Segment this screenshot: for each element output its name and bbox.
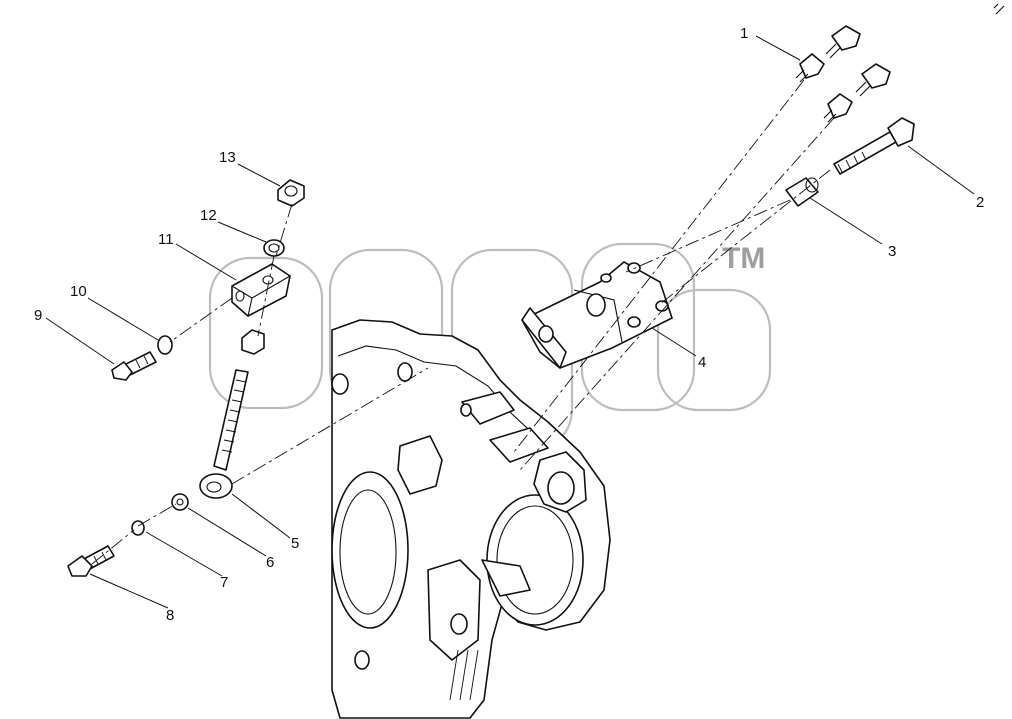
gear-housing [331,319,611,719]
eye-bolt-part-5 [199,369,249,499]
callout-labels: 1 2 3 4 5 6 7 8 9 10 11 12 13 [34,25,984,624]
callout-3: 3 [888,243,896,260]
callout-13: 13 [219,149,236,166]
bolt-part-9 [111,351,157,381]
assembly-center-lines [91,79,835,565]
corner-mark-icon [993,3,1005,15]
callout-2: 2 [976,194,984,211]
callout-10: 10 [70,283,87,300]
callout-7: 7 [220,574,228,591]
washer-part-6 [171,493,189,511]
callout-5: 5 [291,535,299,552]
callout-12: 12 [200,207,217,224]
bolts-part-1 [795,25,891,123]
washer-part-12 [263,239,285,257]
callout-11: 11 [158,231,174,248]
callout-9: 9 [34,307,42,324]
washer-part-10 [157,335,173,355]
bolt-part-8 [67,545,115,577]
block-part-11 [231,263,291,317]
callout-6: 6 [266,554,274,571]
leader-lines [45,35,975,609]
callout-8: 8 [166,607,174,624]
callout-1: 1 [740,25,748,42]
nut-eyebolt-top [241,329,265,355]
callout-4: 4 [698,354,706,371]
bracket-part-4 [521,261,673,369]
long-bolt-part-2 [833,117,915,175]
nut-part-13 [277,179,305,207]
watermark-tm: TM [722,242,765,275]
